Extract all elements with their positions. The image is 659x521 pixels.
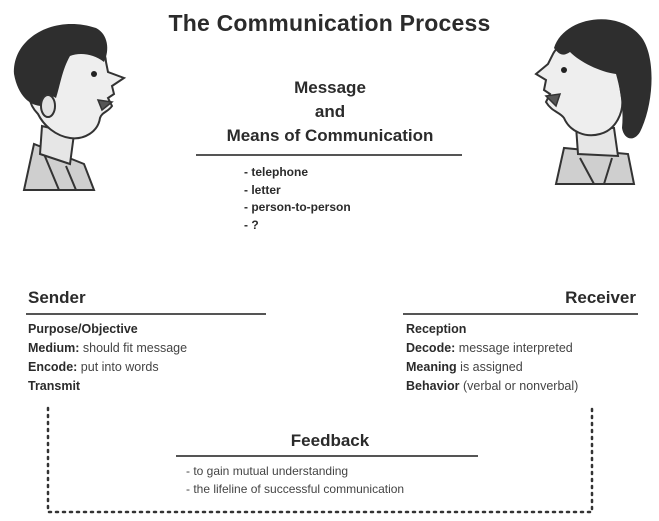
receiver-item-desc: (verbal or nonverbal) xyxy=(459,379,579,393)
receiver-underline xyxy=(403,313,638,315)
message-line-3: Means of Communication xyxy=(226,126,434,145)
means-list: - telephone - letter - person-to-person … xyxy=(244,164,351,234)
message-line-1: Message xyxy=(294,78,366,97)
receiver-item: Reception xyxy=(406,320,578,339)
sender-item-label: Transmit xyxy=(28,379,81,393)
sender-item: Medium: should fit message xyxy=(28,339,187,358)
feedback-item: - to gain mutual understanding xyxy=(186,464,349,478)
means-item: - telephone xyxy=(244,165,309,179)
sender-heading: Sender xyxy=(28,288,86,307)
means-item: - letter xyxy=(244,182,281,197)
receiver-list: Reception Decode: message interpreted Me… xyxy=(406,320,578,396)
woman-face-icon xyxy=(534,19,652,185)
man-face-icon xyxy=(13,23,127,191)
means-item: - ? xyxy=(244,217,259,232)
receiver-item: Decode: message interpreted xyxy=(406,339,578,358)
sender-item: Transmit xyxy=(28,377,187,396)
sender-item-desc: put into words xyxy=(77,360,159,374)
message-heading: Message and Means of Communication xyxy=(180,76,480,148)
message-underline xyxy=(196,154,462,156)
message-line-2: and xyxy=(314,102,346,121)
means-item: - person-to-person xyxy=(244,200,351,214)
sender-item-label: Encode: xyxy=(28,360,78,374)
sender-item-label: Medium: xyxy=(28,341,80,355)
sender-item-desc: should fit message xyxy=(79,341,188,355)
sender-list: Purpose/Objective Medium: should fit mes… xyxy=(28,320,187,396)
receiver-item-label: Reception xyxy=(406,322,467,336)
diagram-title: The Communication Process xyxy=(168,10,491,36)
feedback-heading: Feedback xyxy=(290,431,370,450)
sender-item-label: Purpose/Objective xyxy=(28,322,138,336)
feedback-list: - to gain mutual understanding - the lif… xyxy=(186,462,404,498)
sender-underline xyxy=(26,313,266,315)
receiver-item-label: Meaning xyxy=(406,360,457,374)
receiver-item-desc: is assigned xyxy=(456,360,523,374)
receiver-item: Meaning is assigned xyxy=(406,358,578,377)
receiver-item-desc: message interpreted xyxy=(455,341,573,355)
feedback-underline xyxy=(176,455,478,457)
feedback-item: - the lifeline of successful communicati… xyxy=(186,482,405,496)
receiver-heading: Receiver xyxy=(565,288,636,307)
receiver-item-label: Decode: xyxy=(406,341,456,355)
receiver-item: Behavior (verbal or nonverbal) xyxy=(406,377,578,396)
sender-item: Encode: put into words xyxy=(28,358,187,377)
receiver-item-label: Behavior xyxy=(406,379,460,393)
sender-item: Purpose/Objective xyxy=(28,320,187,339)
